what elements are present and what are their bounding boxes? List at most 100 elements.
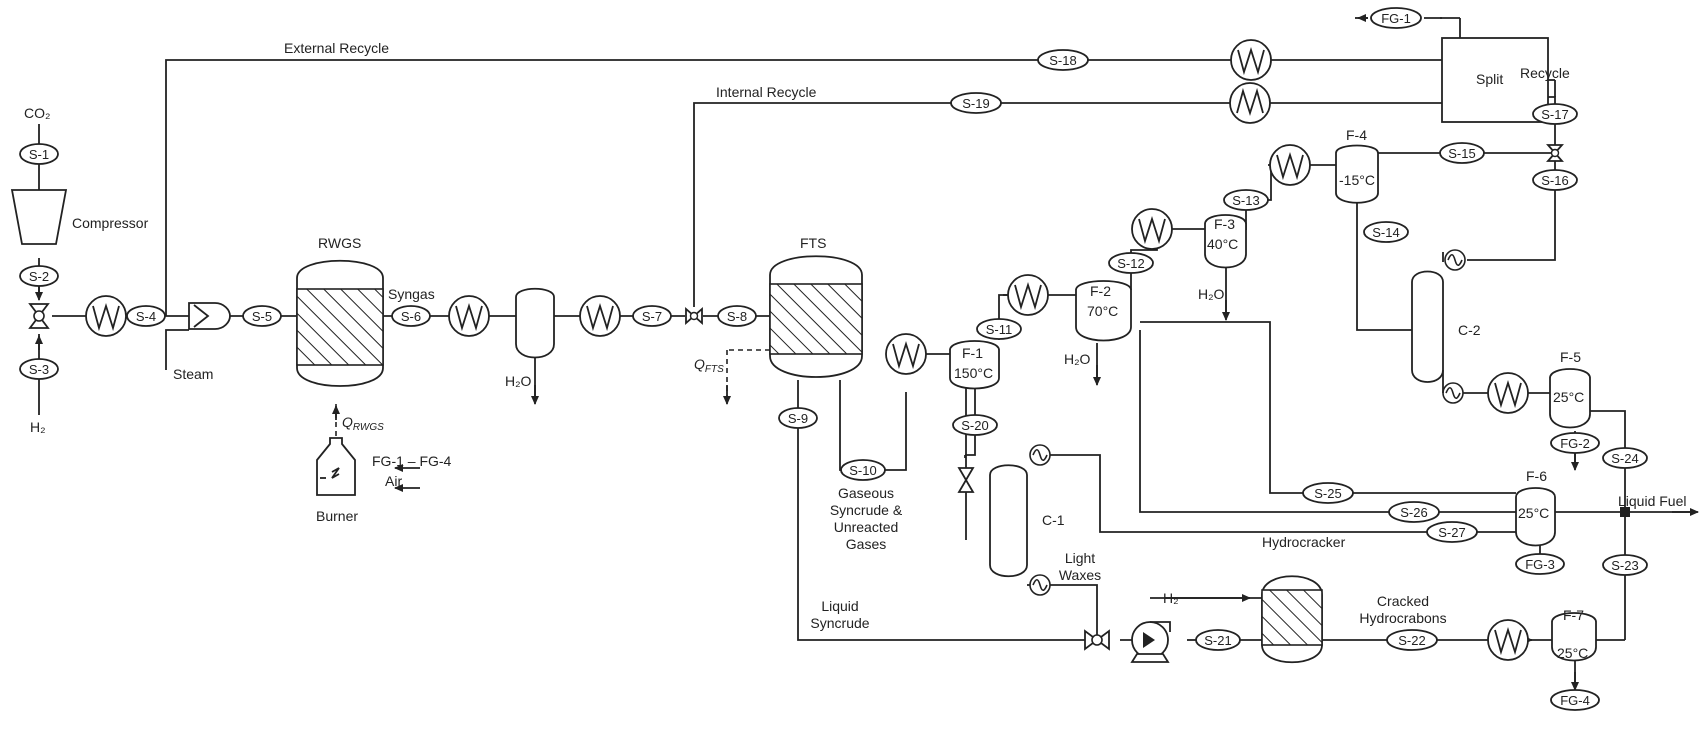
fuel-gas-tag[interactable]: FG-2 bbox=[1550, 432, 1600, 454]
column-c1[interactable] bbox=[989, 464, 1028, 578]
c2-reboiler-icon[interactable] bbox=[1442, 382, 1464, 404]
stream-tag[interactable]: S-15 bbox=[1439, 142, 1485, 164]
stream-s14: S-14 bbox=[1372, 225, 1399, 240]
stream-tag[interactable]: S-18 bbox=[1037, 49, 1089, 71]
flash-f2[interactable] bbox=[1075, 280, 1132, 342]
hydrocracker-label: Hydrocracker bbox=[1262, 534, 1346, 550]
gaseous-line-1: Gaseous bbox=[838, 485, 894, 501]
c1-condenser-icon[interactable] bbox=[1029, 444, 1051, 466]
c2-bottoms-cooler-icon[interactable] bbox=[1487, 372, 1529, 414]
fuel-gas-tag[interactable]: FG-1 bbox=[1370, 7, 1422, 29]
feed-mixer-valve[interactable] bbox=[28, 303, 50, 329]
flash-f4-temp: -15°C bbox=[1339, 172, 1375, 188]
stream-tag[interactable]: S-22 bbox=[1386, 629, 1438, 651]
hydrocracker-feed-mixer[interactable] bbox=[1084, 629, 1110, 651]
f3-vapor-cooler-icon[interactable] bbox=[1269, 144, 1311, 186]
stream-tag[interactable]: S-24 bbox=[1602, 447, 1648, 469]
stream-tag[interactable]: S-27 bbox=[1426, 521, 1478, 543]
external-recycle-heater-icon[interactable] bbox=[1230, 39, 1272, 81]
fts-inlet-valve[interactable] bbox=[685, 307, 703, 325]
hydrocracker-reactor[interactable] bbox=[1261, 575, 1323, 664]
fts-reactor[interactable] bbox=[769, 255, 863, 378]
stream-tag[interactable]: S-3 bbox=[19, 358, 59, 380]
stream-s17: S-17 bbox=[1541, 107, 1568, 122]
stream-tag[interactable]: S-26 bbox=[1388, 501, 1440, 523]
stream-tag[interactable]: S-16 bbox=[1532, 169, 1578, 191]
stream-tag[interactable]: S-20 bbox=[952, 414, 998, 436]
stream-s16: S-16 bbox=[1541, 173, 1568, 188]
q-fts-label: QFTS bbox=[694, 356, 724, 375]
f2-vapor-cooler-icon[interactable] bbox=[1131, 208, 1173, 250]
fuel-gas-tag[interactable]: FG-3 bbox=[1515, 553, 1565, 575]
recycle-valve[interactable] bbox=[1546, 144, 1564, 162]
burner-fuel-label: FG-1 – FG-4 bbox=[372, 453, 452, 469]
stream-tag[interactable]: S-19 bbox=[950, 92, 1002, 114]
stream-s8: S-8 bbox=[727, 309, 747, 324]
flash-f4[interactable] bbox=[1335, 144, 1379, 204]
light-waxes-line-2: Waxes bbox=[1059, 567, 1101, 583]
flash-f1[interactable] bbox=[949, 340, 1000, 390]
stream-tag[interactable]: S-2 bbox=[19, 265, 59, 287]
stream-s20: S-20 bbox=[961, 418, 988, 433]
stream-tag[interactable]: S-4 bbox=[126, 305, 166, 327]
fuel-gas-tag[interactable]: FG-4 bbox=[1550, 689, 1600, 711]
stream-s23: S-23 bbox=[1611, 558, 1638, 573]
stream-tag[interactable]: S-13 bbox=[1223, 189, 1269, 211]
flash-f1-name: F-1 bbox=[962, 345, 983, 361]
syngas-cooler-icon[interactable] bbox=[448, 295, 490, 337]
fuel-gas-fg3: FG-3 bbox=[1525, 557, 1555, 572]
stream-tag[interactable]: S-6 bbox=[391, 305, 431, 327]
stream-s5: S-5 bbox=[252, 309, 272, 324]
split-unit[interactable] bbox=[1441, 37, 1549, 123]
column-c2[interactable] bbox=[1411, 270, 1444, 383]
stream-tag[interactable]: S-8 bbox=[717, 305, 757, 327]
flash-f7-temp: 25°C bbox=[1557, 645, 1588, 661]
fuel-gas-fg4: FG-4 bbox=[1560, 693, 1590, 708]
stream-tag[interactable]: S-7 bbox=[632, 305, 672, 327]
water-separator[interactable] bbox=[515, 287, 555, 359]
burner[interactable] bbox=[316, 437, 356, 496]
f1-bottoms-valve[interactable] bbox=[957, 467, 975, 493]
gaseous-syncrude-label: Gaseous Syncrude & Unreacted Gases bbox=[830, 485, 903, 552]
feed-heater-icon[interactable] bbox=[85, 295, 127, 337]
fts-preheater-icon[interactable] bbox=[579, 295, 621, 337]
stream-s7: S-7 bbox=[642, 309, 662, 324]
compressor[interactable] bbox=[10, 189, 68, 245]
stream-tag[interactable]: S-23 bbox=[1602, 554, 1648, 576]
f1-vapor-cooler-icon[interactable] bbox=[1007, 274, 1049, 316]
stream-tag[interactable]: S-9 bbox=[778, 407, 818, 429]
stream-tag[interactable]: S-14 bbox=[1363, 221, 1409, 243]
light-waxes-label: Light Waxes bbox=[1059, 550, 1101, 583]
cracked-line-1: Cracked bbox=[1377, 593, 1429, 609]
column-c1-label: C-1 bbox=[1042, 512, 1065, 528]
c1-reboiler-icon[interactable] bbox=[1029, 574, 1051, 596]
flash-f3[interactable] bbox=[1204, 214, 1247, 269]
flash-f6-name: F-6 bbox=[1526, 468, 1547, 484]
flash-f5[interactable] bbox=[1549, 368, 1591, 429]
stream-tag[interactable]: S-5 bbox=[242, 305, 282, 327]
co2-feed-label: CO₂ bbox=[24, 105, 50, 121]
hydrocracker-feed-pump[interactable] bbox=[1130, 621, 1171, 663]
stream-tag[interactable]: S-12 bbox=[1108, 252, 1154, 274]
stream-tag[interactable]: S-17 bbox=[1532, 103, 1578, 125]
stream-s26: S-26 bbox=[1400, 505, 1427, 520]
internal-recycle-heater-icon[interactable] bbox=[1229, 82, 1271, 124]
flash-f7[interactable] bbox=[1551, 612, 1597, 662]
fts-label: FTS bbox=[800, 235, 826, 251]
flash-f6[interactable] bbox=[1515, 487, 1556, 547]
stream-s18: S-18 bbox=[1049, 53, 1076, 68]
stream-tag[interactable]: S-1 bbox=[19, 143, 59, 165]
rwgs-reactor[interactable] bbox=[296, 259, 384, 387]
stream-s1: S-1 bbox=[29, 147, 49, 162]
flash-f6-temp: 25°C bbox=[1518, 505, 1549, 521]
stream-s15: S-15 bbox=[1448, 146, 1475, 161]
stream-tag[interactable]: S-21 bbox=[1195, 629, 1241, 651]
steam-mixer[interactable] bbox=[188, 302, 231, 330]
hydrocracker-product-cooler-icon[interactable] bbox=[1487, 619, 1529, 661]
fts-vapor-cooler-icon[interactable] bbox=[885, 333, 927, 375]
stream-tag[interactable]: S-11 bbox=[976, 318, 1022, 340]
c2-condenser-icon[interactable] bbox=[1444, 249, 1466, 271]
stream-tag[interactable]: S-10 bbox=[840, 459, 886, 481]
stream-tag[interactable]: S-25 bbox=[1302, 482, 1354, 504]
flash-f7-name: F-7 bbox=[1563, 607, 1584, 623]
